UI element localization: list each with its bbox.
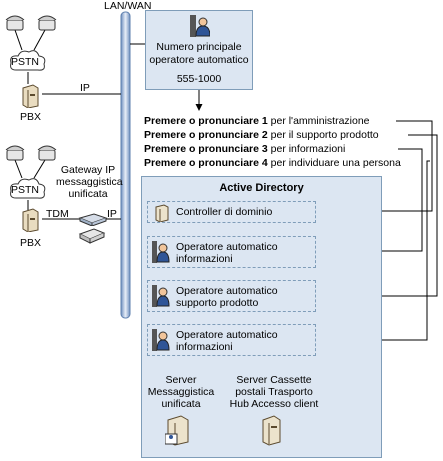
ad-item-informazioni-1: Operatore automatico informazioni [147, 236, 316, 268]
server-icon [165, 415, 189, 446]
phone-icon [37, 15, 57, 31]
pbx-icon [22, 208, 39, 232]
auto-attendant-line2: operatore automatico [149, 54, 249, 66]
auto-attendant-line1: Numero principale [156, 41, 242, 53]
server-um-label: Server Messaggistica unificata [147, 374, 215, 410]
prompt-list: Premere o pronunciare 1 per l'amministra… [144, 114, 401, 170]
prompt-3: Premere o pronunciare 3 per informazioni [144, 143, 346, 155]
router-icon [78, 213, 108, 226]
pbx-label-top: PBX [20, 111, 42, 123]
tdm-label: TDM [46, 208, 69, 220]
active-directory-box: Active Directory [141, 176, 382, 458]
pstn-label-top: PSTN [11, 56, 40, 68]
cloud-icon [10, 178, 46, 199]
ad-item-informazioni-2: Operatore automatico informazioni [147, 324, 316, 356]
ad-item-domain-controller: Controller di dominio [147, 201, 316, 223]
pstn-label-bottom: PSTN [11, 184, 40, 196]
server-other-label: Server Cassette postali Trasporto Hub Ac… [229, 374, 319, 410]
user-icon [152, 241, 170, 263]
auto-attendant-number: 555-1000 [176, 73, 222, 85]
phone-icon [5, 145, 25, 161]
user-icon [190, 15, 210, 37]
phone-icon [37, 145, 57, 161]
prompt-2: Premere o pronunciare 2 per il supporto … [144, 129, 379, 141]
user-icon [152, 285, 170, 307]
cloud-icon [10, 50, 46, 71]
fax-icon [78, 228, 106, 244]
server-icon [155, 204, 169, 222]
prompt-4: Premere o pronunciare 4 per individuare … [144, 157, 401, 169]
user-icon [152, 329, 170, 351]
server-icon [262, 415, 281, 446]
lan-wan-pipe [120, 11, 131, 319]
pbx-icon [22, 84, 39, 108]
ip-label-top: IP [80, 82, 90, 94]
lan-wan-label: LAN/WAN [104, 0, 152, 12]
phone-icon [5, 15, 25, 31]
ip-label-bottom: IP [107, 208, 117, 220]
auto-attendant-box: Numero principale operatore automatico 5… [145, 10, 253, 90]
pbx-label-bottom: PBX [20, 237, 42, 249]
prompt-1: Premere o pronunciare 1 per l'amministra… [144, 115, 370, 127]
ad-item-supporto-prodotto: Operatore automatico supporto prodotto [147, 280, 316, 312]
active-directory-title: Active Directory [219, 182, 304, 194]
gateway-label: Gateway IP messaggistica unificata [56, 164, 123, 200]
